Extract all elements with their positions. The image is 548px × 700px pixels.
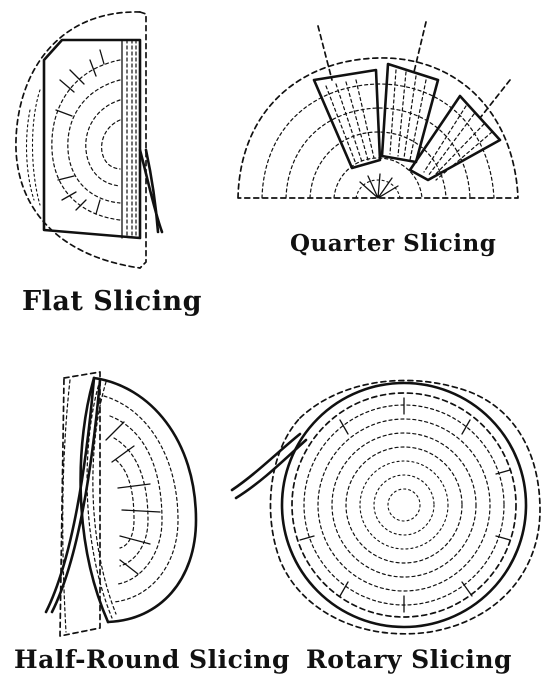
quarter-center-rays xyxy=(359,173,399,199)
flat-slice-layers xyxy=(121,39,137,239)
half-round-veneer-sheet xyxy=(44,376,96,614)
half-round-figure xyxy=(44,371,198,637)
half-round-growth-rings xyxy=(103,395,179,603)
flat-log-outline xyxy=(15,11,141,269)
rotary-figure xyxy=(230,379,541,635)
rotary-rays xyxy=(299,397,511,613)
half-round-slicing-label: Half-Round Slicing xyxy=(14,645,290,674)
flat-flitch xyxy=(42,38,142,240)
rotary-growth-rings xyxy=(291,392,517,618)
half-round-stay-inner xyxy=(62,379,71,633)
rotary-slicing-label: Rotary Slicing xyxy=(306,645,513,674)
flat-log-edge xyxy=(139,11,147,269)
quarter-flitch-grain xyxy=(325,69,493,181)
flat-rays xyxy=(55,49,105,215)
flat-veneer-sheet-back xyxy=(144,148,160,234)
rotary-veneer-sheet-back xyxy=(234,438,308,500)
quarter-slicing-figure xyxy=(237,21,519,199)
quarter-cut-lines xyxy=(317,21,511,119)
half-round-veneer-sheet-back xyxy=(50,378,102,614)
rotary-veneer-sheet xyxy=(230,432,302,492)
quarter-flitch-right xyxy=(408,94,502,182)
flat-slicing-figure xyxy=(15,11,164,269)
quarter-log-outline xyxy=(237,57,519,199)
half-round-rays xyxy=(105,421,161,575)
half-round-stay xyxy=(59,371,101,637)
flat-veneer-sheet xyxy=(138,148,164,234)
flat-slicing-label: Flat Slicing xyxy=(22,286,203,317)
rotary-log-outline xyxy=(269,379,541,635)
quarter-slicing-label: Quarter Slicing xyxy=(290,230,497,257)
rotary-log-circle xyxy=(280,381,528,629)
half-round-log-outline xyxy=(92,376,198,624)
flat-growth-rings xyxy=(25,59,121,221)
quarter-flitch-left xyxy=(312,68,382,170)
